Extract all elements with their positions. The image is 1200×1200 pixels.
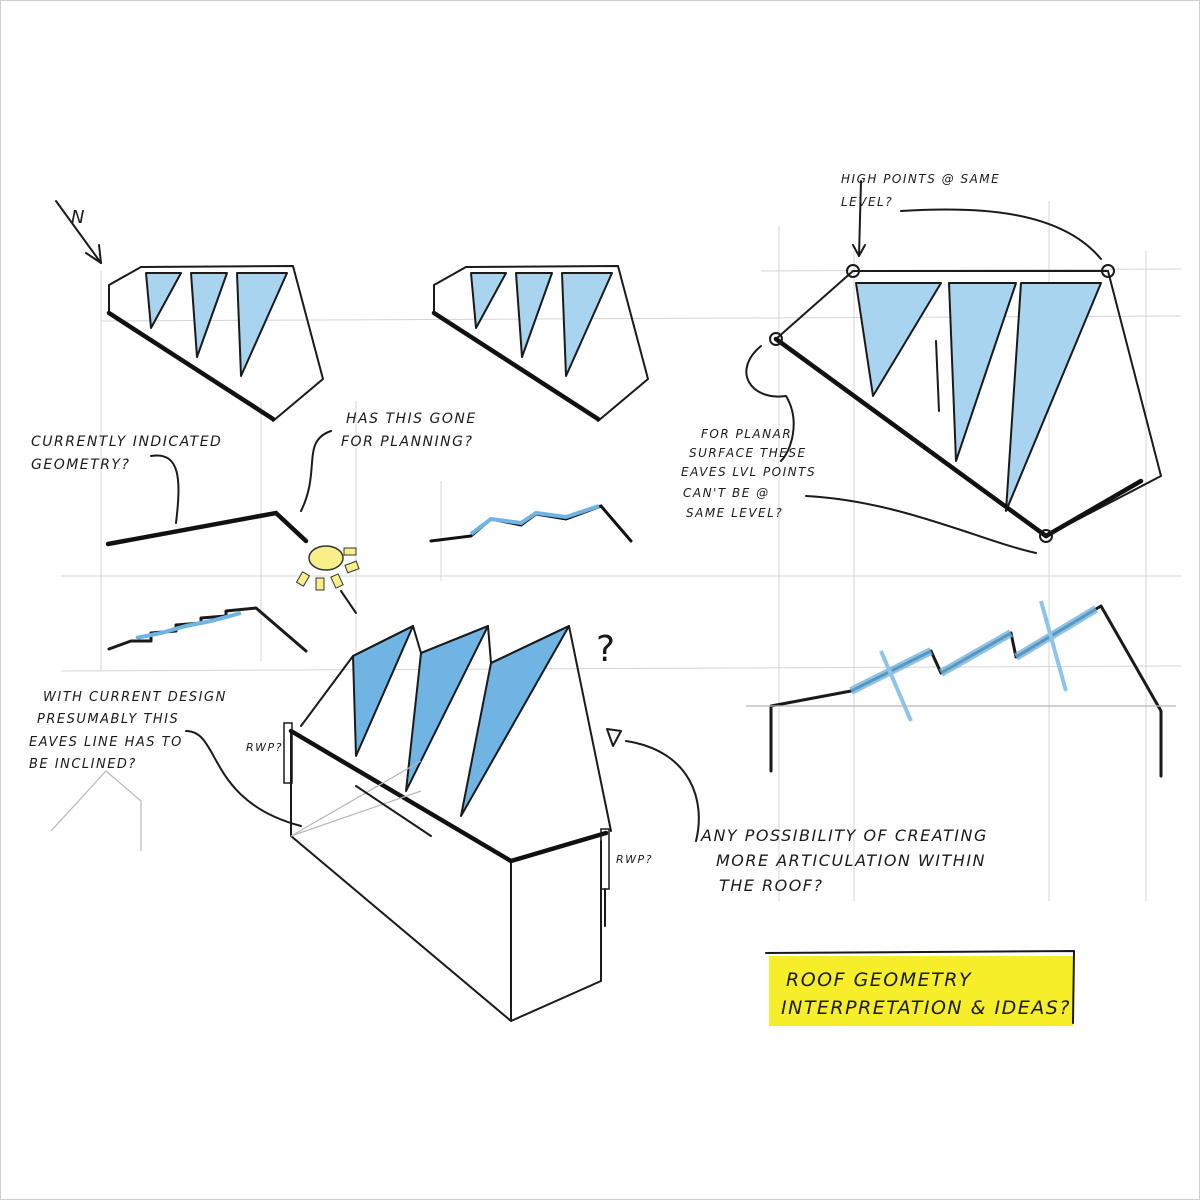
section-stepped bbox=[107, 606, 308, 653]
roof-sketch-planar bbox=[745, 180, 1162, 554]
construction-grid bbox=[60, 201, 1182, 901]
north-arrow-icon bbox=[55, 200, 102, 264]
note-eaves-line: WITH CURRENT DESIGN PRESUMABLY THIS EAVE… bbox=[29, 690, 232, 772]
note-planning: HAS THIS GONE FOR PLANNING? bbox=[341, 411, 483, 450]
roof-sketch-current bbox=[106, 265, 324, 422]
roof-sketch-alternative bbox=[431, 265, 649, 422]
section-zigzag bbox=[429, 504, 633, 543]
section-articulated bbox=[746, 600, 1176, 778]
note-question-mark: ? bbox=[596, 629, 617, 670]
note-current-geometry: CURRENTLY INDICATED GEOMETRY? bbox=[31, 434, 228, 473]
north-label: N bbox=[71, 207, 86, 228]
section-current bbox=[105, 430, 332, 547]
note-high-points: HIGH POINTS @ SAME LEVEL? bbox=[841, 172, 1006, 209]
note-rwp-left: RWP? bbox=[246, 741, 283, 754]
note-planar-surface: FOR PLANAR SURFACE THESE EAVES LVL POINT… bbox=[681, 427, 821, 520]
title-box: ROOF GEOMETRY INTERPRETATION & IDEAS? bbox=[765, 950, 1075, 1026]
note-articulation: ANY POSSIBILITY OF CREATING MORE ARTICUL… bbox=[700, 826, 994, 895]
roof-3d-perspective bbox=[50, 625, 700, 1022]
sun-icon bbox=[295, 545, 360, 614]
title-text: ROOF GEOMETRY INTERPRETATION & IDEAS? bbox=[781, 969, 1071, 1019]
note-rwp-right: RWP? bbox=[616, 853, 653, 866]
